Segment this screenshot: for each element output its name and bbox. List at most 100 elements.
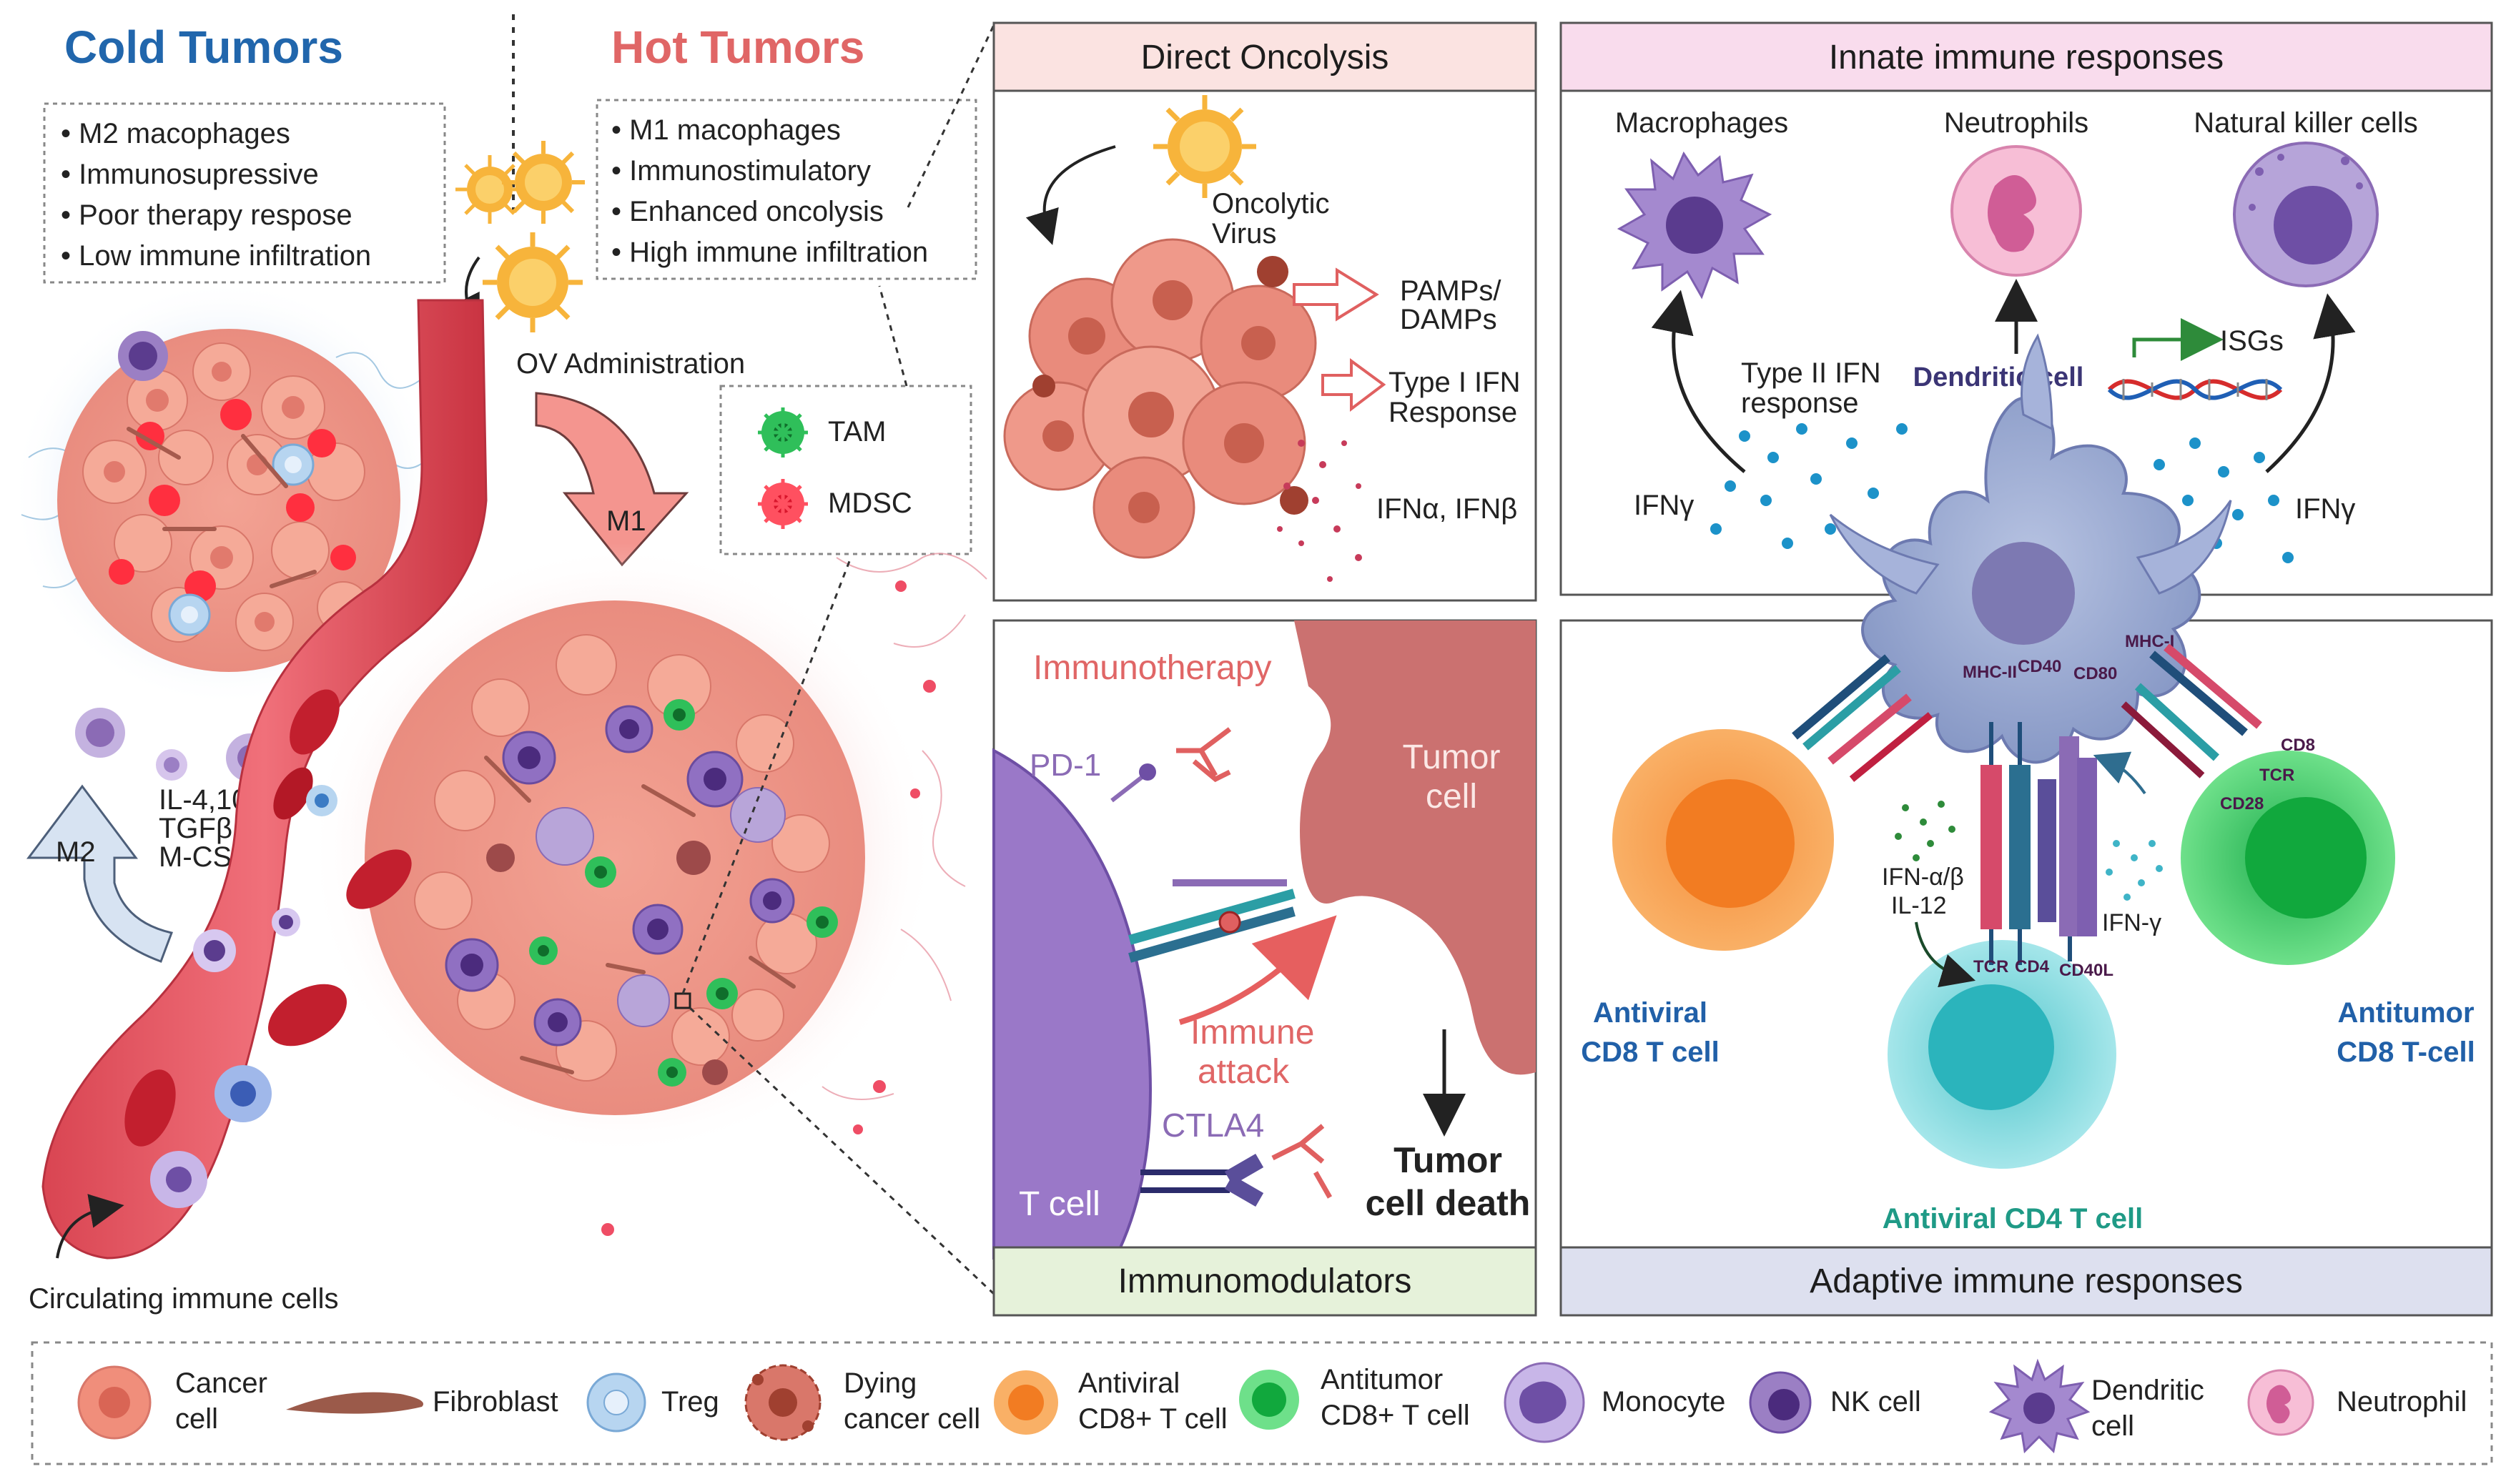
mhc2-tcr-cd4-receptor: [1980, 722, 2097, 965]
immuno-title: Immunomodulators: [1118, 1262, 1412, 1300]
ifn-ab-label: IFN-α/β: [1882, 864, 1964, 891]
m1-label: M1: [606, 505, 646, 537]
legend-antitumor-icon: [1239, 1370, 1299, 1430]
immune-attack-label-1: Immune: [1190, 1014, 1314, 1052]
mdsc-icon: [758, 479, 808, 529]
ifn-particles: [1277, 440, 1362, 582]
innate-header: [1559, 21, 2493, 92]
ifng-left-label: IFNγ: [1634, 490, 1694, 521]
mhc1-tcr-receptor-left: [1792, 654, 1933, 782]
ifn-ab-particles: [1895, 801, 1955, 861]
innate-title: Innate immune responses: [1829, 39, 2224, 76]
antiviral-cd8-tcell-icon: [1612, 729, 1834, 951]
legend-monocyte-icon: [1504, 1362, 1585, 1443]
ifng-right-label: IFNγ: [2295, 493, 2355, 525]
zoom-line-mid: [681, 557, 852, 994]
cd40-label: CD40: [2018, 657, 2061, 676]
legend-dying-label-2: cancer cell: [844, 1403, 980, 1435]
legend-dying-cell-icon: [744, 1364, 822, 1441]
t-cell-label: T cell: [1019, 1185, 1100, 1223]
mhc2-label: MHC-II: [1963, 663, 2017, 682]
ctla4-label: CTLA4: [1162, 1107, 1264, 1144]
antiviral-cd8-label-1: Antiviral: [1593, 997, 1707, 1029]
pamps-arrow: [1293, 267, 1379, 322]
hot-item-1: • M1 macophages: [611, 114, 841, 146]
type2-ifn-label-1: Type II IFN: [1741, 357, 1881, 389]
legend-dendritic-icon: [1988, 1358, 2091, 1454]
m2-arrow: [26, 784, 174, 963]
legend-dendritic-label-1: Dendritic: [2091, 1375, 2204, 1406]
legend-treg-icon: [586, 1372, 646, 1433]
dna-helix-icon: [2107, 379, 2283, 400]
oncolysis-header: [992, 21, 1537, 92]
legend-antiviral-label-2: CD8+ T cell: [1078, 1403, 1228, 1435]
antibody-icon: [1271, 1124, 1333, 1199]
oncolytic-virus-label-1: Oncolytic: [1212, 188, 1330, 219]
left-section: Cold Tumors Hot Tumors • M2 macophages •…: [11, 14, 995, 1315]
cd4-activation-arrow: [1915, 921, 1975, 988]
legend-cancer-label-1: Cancer: [175, 1367, 267, 1399]
hot-tumors-title: Hot Tumors: [611, 21, 864, 73]
legend-monocyte-label: Monocyte: [1602, 1386, 1725, 1418]
antiviral-cd8-label-2: CD8 T cell: [1581, 1037, 1719, 1068]
ov-administration-label: OV Administration: [516, 348, 745, 380]
adaptive-header: [1559, 1246, 2493, 1317]
pd1-label: PD-1: [1030, 748, 1101, 783]
ifn-response-arrow: [1321, 358, 1386, 412]
mdsc-label: MDSC: [828, 488, 912, 519]
dendritic-cell-label: Dendritic cell: [1913, 362, 2084, 392]
pd1-receptor-icon: [1110, 763, 1156, 803]
legend-fibroblast-icon: [286, 1392, 423, 1414]
legend-bar: Cancer cell Fibroblast Treg Dying cancer…: [31, 1341, 2493, 1465]
cd8-label: CD8: [2281, 736, 2315, 755]
circulating-arrow: [56, 1194, 124, 1259]
ifng-arrow: [2093, 751, 2146, 795]
antiviral-cd4-label: Antiviral CD4 T cell: [1883, 1203, 2144, 1235]
cold-item-4: • Low immune infiltration: [61, 240, 371, 272]
cold-tumors-title: Cold Tumors: [64, 21, 343, 73]
immune-attack-arrow: [1178, 915, 1337, 1025]
immuno-header: [992, 1246, 1537, 1317]
cold-list-box: [43, 102, 446, 284]
legend-cancer-cell-icon: [77, 1365, 152, 1440]
adaptive-panel: Adaptive immune responses MHC-I MHC-II C…: [1559, 333, 2493, 1317]
antitumor-cd8-label-2: CD8 T-cell: [2337, 1037, 2475, 1068]
macrophage-arrow: [1651, 290, 1746, 473]
ifng-adaptive-particles: [2106, 840, 2163, 901]
immunomodulators-panel: Tumor cell T cell Immunotherapy PD-1 Imm…: [992, 619, 1537, 1317]
dendritic-cell-icon: [1829, 333, 2232, 764]
antitumor-cd8-label-1: Antitumor: [2337, 997, 2474, 1029]
legend-dendritic-label-2: cell: [2091, 1410, 2134, 1442]
legend-antiviral-icon: [994, 1370, 1058, 1435]
type2-ifn-label-2: response: [1741, 387, 1859, 419]
type1-ifn-label-2: Response: [1388, 397, 1517, 428]
tcr2-label: TCR: [1973, 957, 2008, 976]
isgs-arrow: [2132, 318, 2224, 361]
legend-antitumor-label-2: CD8+ T cell: [1321, 1400, 1470, 1431]
antibody-icon: [1176, 727, 1232, 783]
immunotherapy-label: Immunotherapy: [1033, 649, 1272, 687]
tumor-cell-shape: [1294, 620, 1536, 1075]
ifn-alpha-beta-label: IFNα, IFNβ: [1376, 493, 1517, 525]
oncolytic-virus-icon: [455, 141, 585, 332]
isgs-label: ISGs: [2220, 325, 2284, 357]
legend-fibroblast-label: Fibroblast: [433, 1386, 558, 1418]
type1-ifn-label-1: Type I IFN: [1388, 367, 1521, 398]
direct-oncolysis-panel: Direct Oncolysis Oncolytic Virus: [992, 21, 1537, 602]
oncolytic-virus-icon: [1153, 95, 1256, 198]
neutrophils-label: Neutrophils: [1944, 107, 2088, 139]
antitumor-cd8-tcell-icon: [2181, 751, 2395, 965]
tam-icon: [758, 407, 808, 457]
antiviral-cd4-tcell-icon: [1888, 940, 2116, 1169]
zoom-line-bottom: [689, 1006, 995, 1295]
cd40l-label: CD40L: [2059, 961, 2113, 980]
infection-arrow: [1025, 145, 1116, 245]
oncolysis-title: Direct Oncolysis: [1141, 39, 1389, 76]
pamps-label-2: DAMPs: [1400, 304, 1497, 335]
tumor-death-label-1: Tumor: [1393, 1140, 1502, 1180]
t-cell-shape: [992, 748, 1152, 1260]
legend-treg-label: Treg: [661, 1386, 719, 1418]
tam-label: TAM: [828, 416, 886, 447]
zoom-line-tam: [878, 285, 908, 387]
